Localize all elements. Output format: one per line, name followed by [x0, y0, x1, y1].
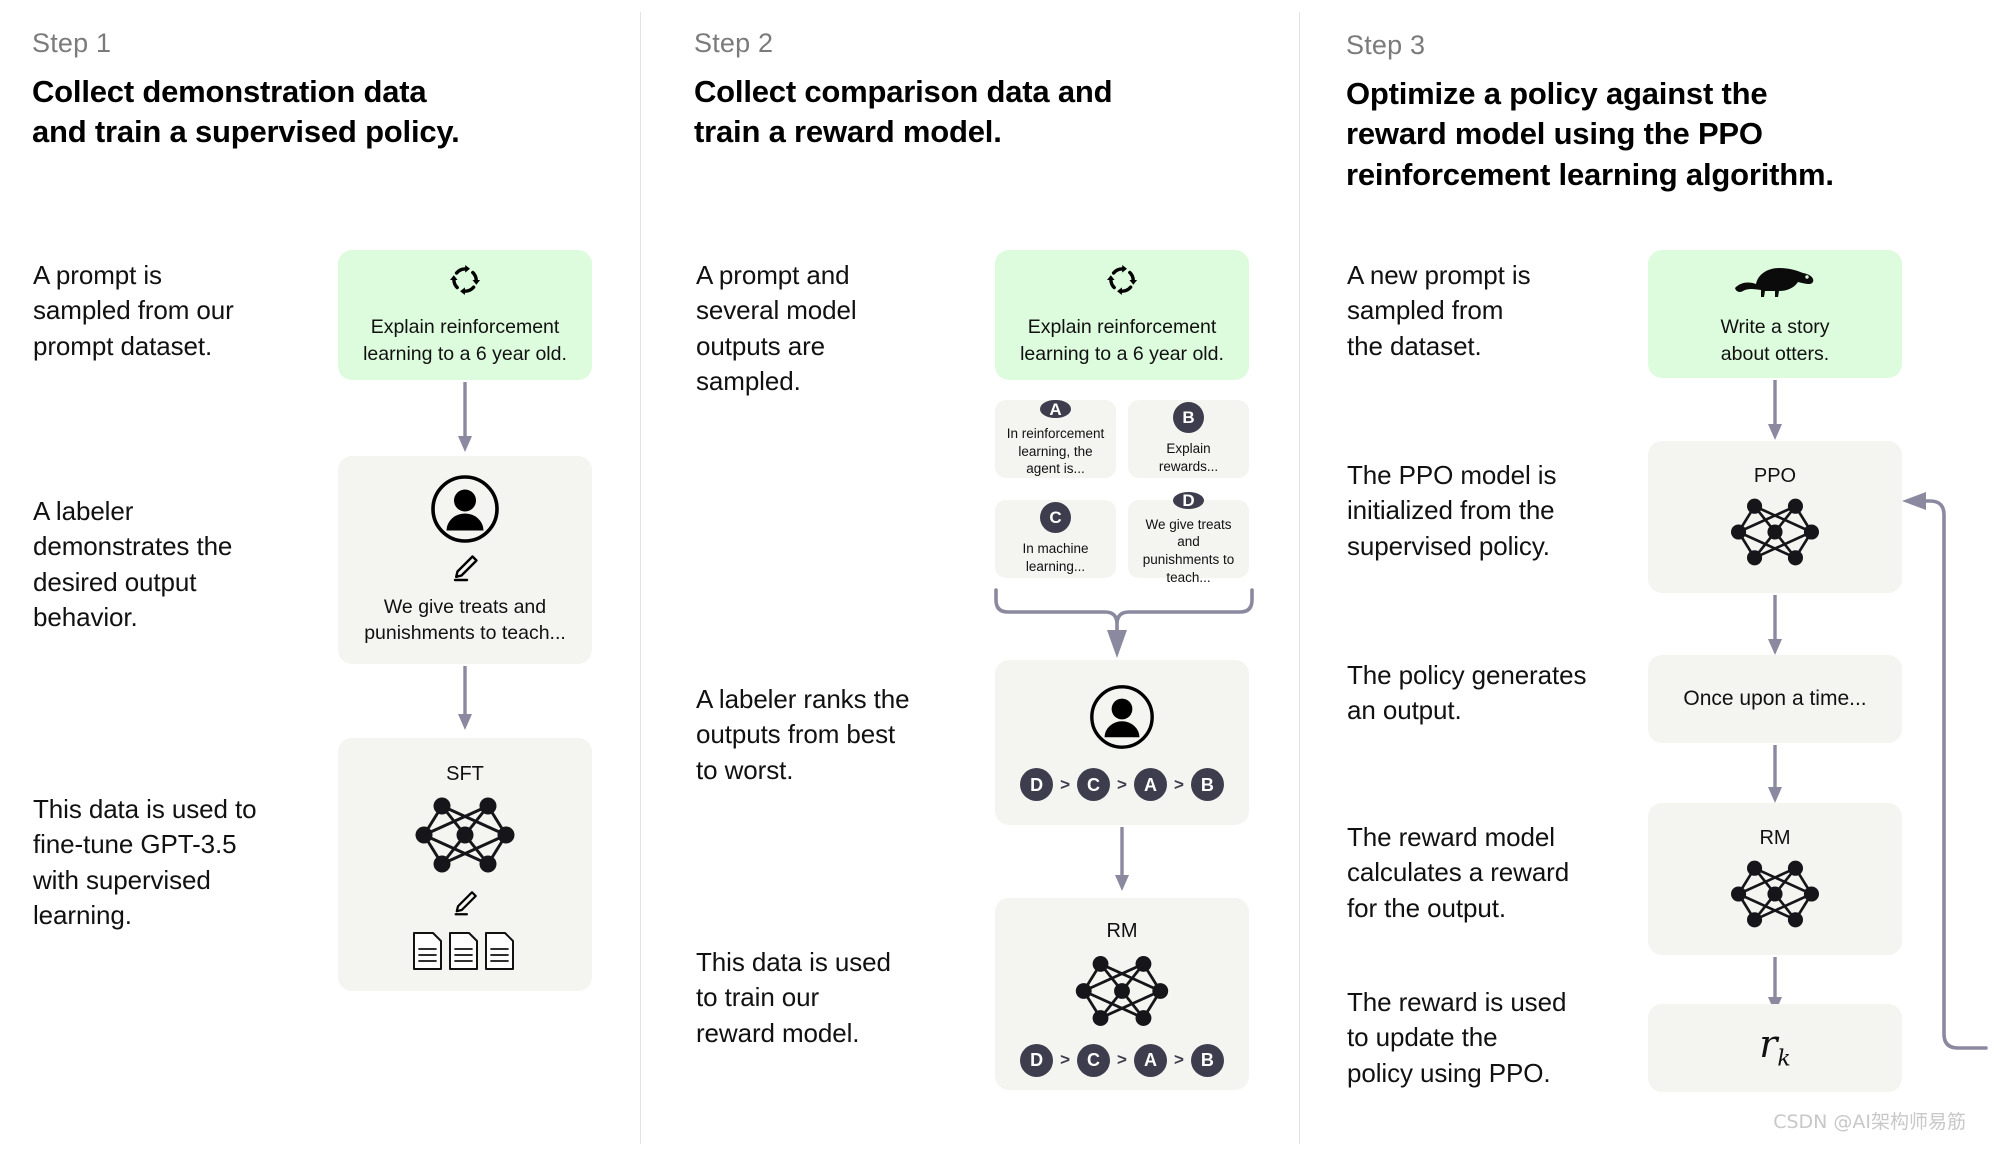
step-3-reward-box: rk — [1648, 1004, 1902, 1092]
step-3-label: Step 3 — [1346, 30, 1426, 60]
step-1-text-3: This data is used to fine-tune GPT-3.5 w… — [33, 794, 257, 931]
step-3-output-text: Once upon a time... — [1683, 686, 1867, 710]
person-in-circle-icon — [430, 474, 500, 549]
rm-rank-sep-3: > — [1173, 1050, 1184, 1069]
step-3-rm-title: RM — [1759, 827, 1791, 849]
step-3-output-box: Once upon a time... — [1648, 655, 1902, 743]
step-1-text-2: A labeler demonstrates the desired outpu… — [33, 496, 233, 633]
rank-sep-3: > — [1173, 774, 1184, 794]
column-divider-1 — [640, 12, 641, 1144]
step-3-text-2: The PPO model is initialized from the su… — [1347, 460, 1557, 561]
reward-symbol: rk — [1759, 1025, 1791, 1071]
step-2-text-3: This data is used to train our reward mo… — [696, 947, 891, 1048]
rank-sep-1: > — [1060, 774, 1071, 794]
rm-rank-badge-2: C — [1077, 1043, 1111, 1077]
option-text-b: Explain rewards... — [1158, 441, 1219, 474]
step-2-text-2: A labeler ranks the outputs from best to… — [696, 684, 910, 785]
option-text-c: In machine learning... — [1022, 541, 1089, 574]
option-text-d: We give treats and punishments to teach.… — [1142, 516, 1235, 585]
step-3-text-4: The reward model calculates a reward for… — [1347, 822, 1570, 923]
rm-rank-sep-1: > — [1060, 1050, 1071, 1069]
step-1-title: Collect demonstration data and train a s… — [32, 74, 460, 150]
person-in-circle-icon — [1089, 684, 1155, 755]
step-1-label: Step 1 — [32, 28, 112, 58]
step-1-labeler-box: We give treats and punishments to teach.… — [338, 456, 592, 664]
step-1-prompt-box: Explain reinforcement learning to a 6 ye… — [338, 250, 592, 380]
reward-symbol-r: r — [1759, 1022, 1778, 1067]
rm-rank-sep-2: > — [1117, 1050, 1127, 1069]
step-3-arrow-1 — [1768, 380, 1782, 440]
reward-symbol-k: k — [1777, 1046, 1791, 1072]
step-1-text-1: A prompt is sampled from our prompt data… — [33, 260, 234, 361]
option-text-a: In reinforcement learning, the agent is.… — [1006, 426, 1105, 477]
option-badge-b: B — [1173, 402, 1204, 434]
step-1-sft-title: SFT — [446, 762, 484, 785]
rm-rank-badge-4: B — [1190, 1043, 1224, 1077]
step-2-arrow-rm — [1115, 827, 1129, 891]
step-2-rm-box: RM — [995, 898, 1249, 1090]
step-2-text-1: A prompt and several model outputs are s… — [696, 260, 857, 397]
rm-rank-badge-3: A — [1133, 1043, 1167, 1077]
rank-sep-2: > — [1117, 774, 1127, 794]
step-3-ppo-title: PPO — [1753, 465, 1797, 487]
step-2-label: Step 2 — [694, 28, 774, 58]
step-3-text-1: A new prompt is sampled from the dataset… — [1347, 260, 1531, 361]
step-1-column: Step 1 Collect demonstration data and tr… — [0, 0, 640, 1150]
step-2-prompt-box: Explain reinforcement learning to a 6 ye… — [995, 250, 1249, 380]
step-2-rm-ranking-row: D > C > A > B — [1020, 1043, 1224, 1077]
option-badge-d: D — [1173, 491, 1204, 509]
rank-badge-4: B — [1190, 768, 1224, 801]
rank-badge-1: D — [1020, 768, 1054, 801]
step-3-title: Optimize a policy against the reward mod… — [1346, 76, 1834, 192]
step-2-rm-title: RM — [1106, 919, 1138, 942]
step-3-ppo-box: PPO — [1648, 441, 1902, 593]
step-3-text-3: The policy generates an output. — [1347, 660, 1587, 726]
step-2-ranking-box: D > C > A > B — [995, 660, 1249, 825]
option-badge-a: A — [1040, 400, 1071, 419]
step-1-arrow-2 — [458, 666, 472, 730]
option-badge-c: C — [1040, 502, 1071, 534]
rank-badge-2: C — [1077, 768, 1111, 801]
option-card-b[interactable]: B Explain rewards... — [1128, 400, 1249, 478]
cycle-arrows-icon — [1105, 263, 1139, 302]
step-3-text-5: The reward is used to update the policy … — [1347, 987, 1567, 1088]
neural-network-icon — [1725, 854, 1825, 939]
step-3-feedback-loop — [1902, 492, 1988, 1050]
step-1-prompt-caption: Explain reinforcement learning to a 6 ye… — [363, 316, 567, 365]
step-1-sft-box: SFT — [338, 738, 592, 991]
step-1-arrow-1 — [458, 382, 472, 452]
cycle-arrows-icon — [448, 263, 482, 302]
neural-network-icon — [1725, 492, 1825, 577]
step-2-column: Step 2 Collect comparison data and train… — [641, 0, 1299, 1150]
watermark: CSDN @AI架构师易筋 — [1773, 1111, 1966, 1133]
column-divider-2 — [1299, 12, 1300, 1144]
pencil-icon — [451, 889, 479, 922]
option-card-d[interactable]: D We give treats and punishments to teac… — [1128, 491, 1249, 585]
documents-icon — [412, 930, 518, 977]
step-1-labeler-caption: We give treats and punishments to teach.… — [364, 595, 566, 644]
step-2-merge-connector — [994, 588, 1254, 658]
step-2-title: Collect comparison data and train a rewa… — [694, 74, 1113, 150]
step-3-arrow-3 — [1768, 745, 1782, 803]
rank-badge-3: A — [1133, 768, 1167, 801]
step-3-arrow-2 — [1768, 595, 1782, 655]
step-3-rm-box: RM — [1648, 803, 1902, 955]
step-3-prompt-box: Write a story about otters. — [1648, 250, 1902, 378]
otter-icon — [1732, 261, 1818, 304]
neural-network-icon — [410, 790, 520, 885]
step-3-column: Step 3 Optimize a policy against the rew… — [1300, 0, 1994, 1150]
option-card-c[interactable]: C In machine learning... — [995, 500, 1116, 578]
step-2-prompt-caption: Explain reinforcement learning to a 6 ye… — [1020, 316, 1224, 365]
step-3-prompt-caption: Write a story about otters. — [1720, 316, 1830, 365]
step-2-ranking-row: D > C > A > B — [1020, 768, 1224, 801]
rm-rank-badge-1: D — [1020, 1043, 1054, 1077]
option-card-a[interactable]: A In reinforcement learning, the agent i… — [995, 400, 1116, 478]
pencil-icon — [450, 553, 480, 588]
neural-network-icon — [1070, 949, 1174, 1038]
